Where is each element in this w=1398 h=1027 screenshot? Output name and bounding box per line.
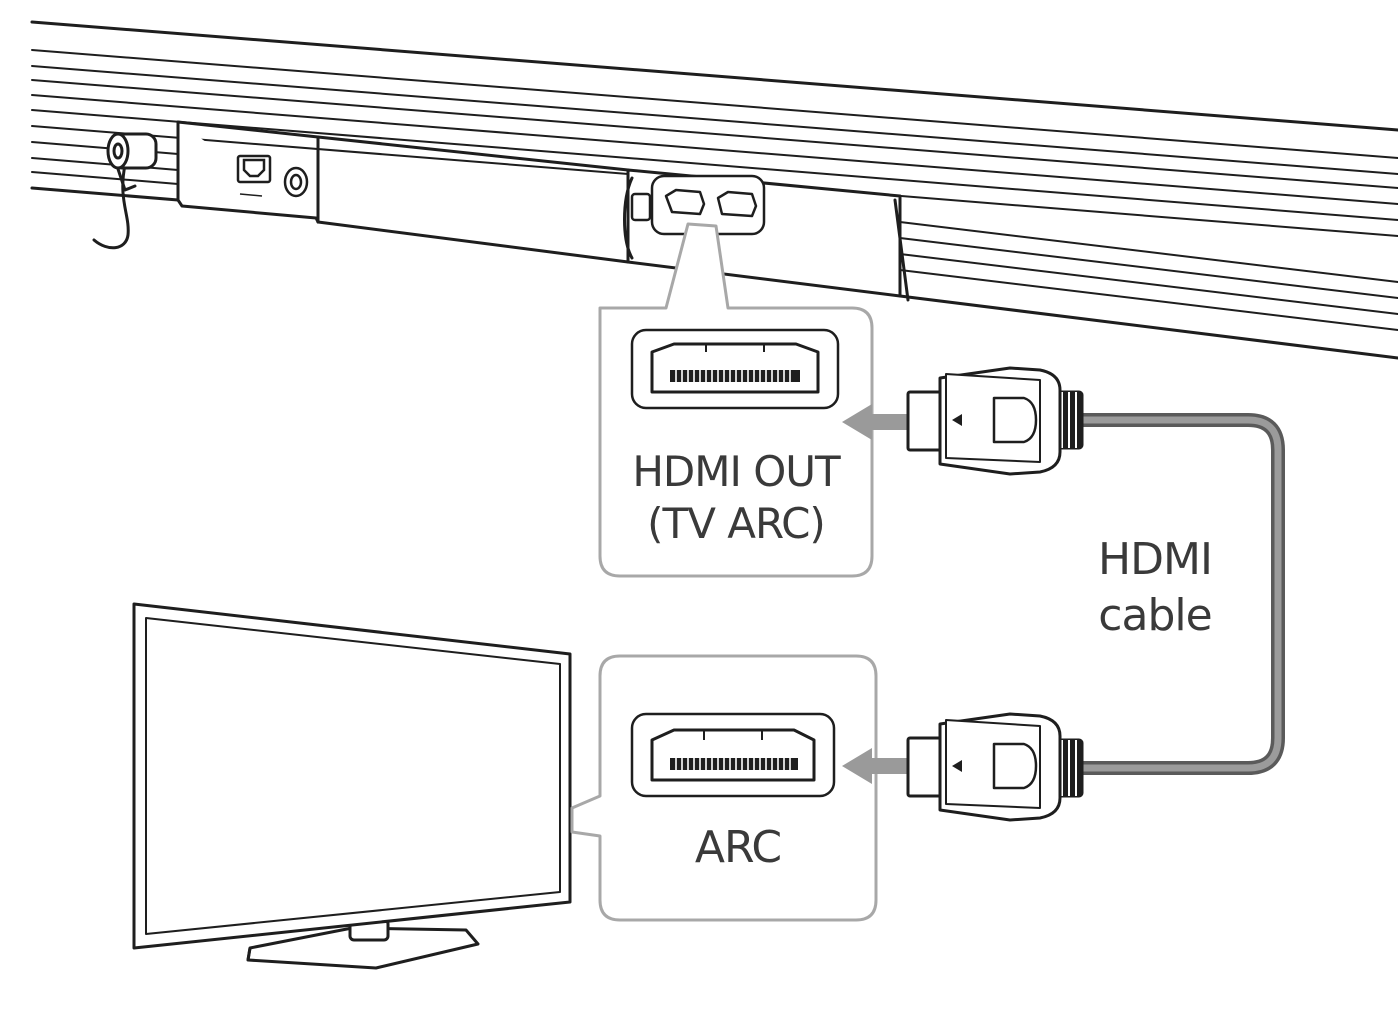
arrow-left-icon bbox=[842, 748, 908, 784]
soundbar-hdmi-ports bbox=[630, 174, 766, 236]
arrow-left-icon bbox=[842, 404, 908, 440]
soundbar-port-callout bbox=[598, 222, 874, 578]
hdmi-plug-icon bbox=[906, 366, 1084, 476]
hdmi-port-icon bbox=[630, 328, 840, 410]
audio-jack-icon bbox=[283, 166, 309, 198]
hdmi-cable-label-line2: cable bbox=[1098, 590, 1212, 641]
optical-port-icon bbox=[236, 154, 272, 197]
power-cord-icon bbox=[92, 132, 158, 250]
arc-label: ARC bbox=[694, 822, 782, 873]
hdmi-cable-label: HDMI cable bbox=[1070, 532, 1240, 644]
soundbar-grille bbox=[31, 49, 1398, 331]
hdmi-out-label: HDMI OUT (TV ARC) bbox=[600, 446, 872, 550]
hdmi-out-label-line1: HDMI OUT bbox=[632, 447, 840, 496]
hdmi-port-icon bbox=[630, 712, 836, 798]
tv-port-callout bbox=[570, 654, 878, 922]
hdmi-out-label-line2: (TV ARC) bbox=[647, 499, 826, 548]
hdmi-plug-icon bbox=[906, 712, 1084, 822]
hdmi-cable bbox=[1073, 413, 1285, 775]
hdmi-cable-label-line1: HDMI bbox=[1098, 534, 1213, 585]
tv bbox=[132, 602, 572, 970]
